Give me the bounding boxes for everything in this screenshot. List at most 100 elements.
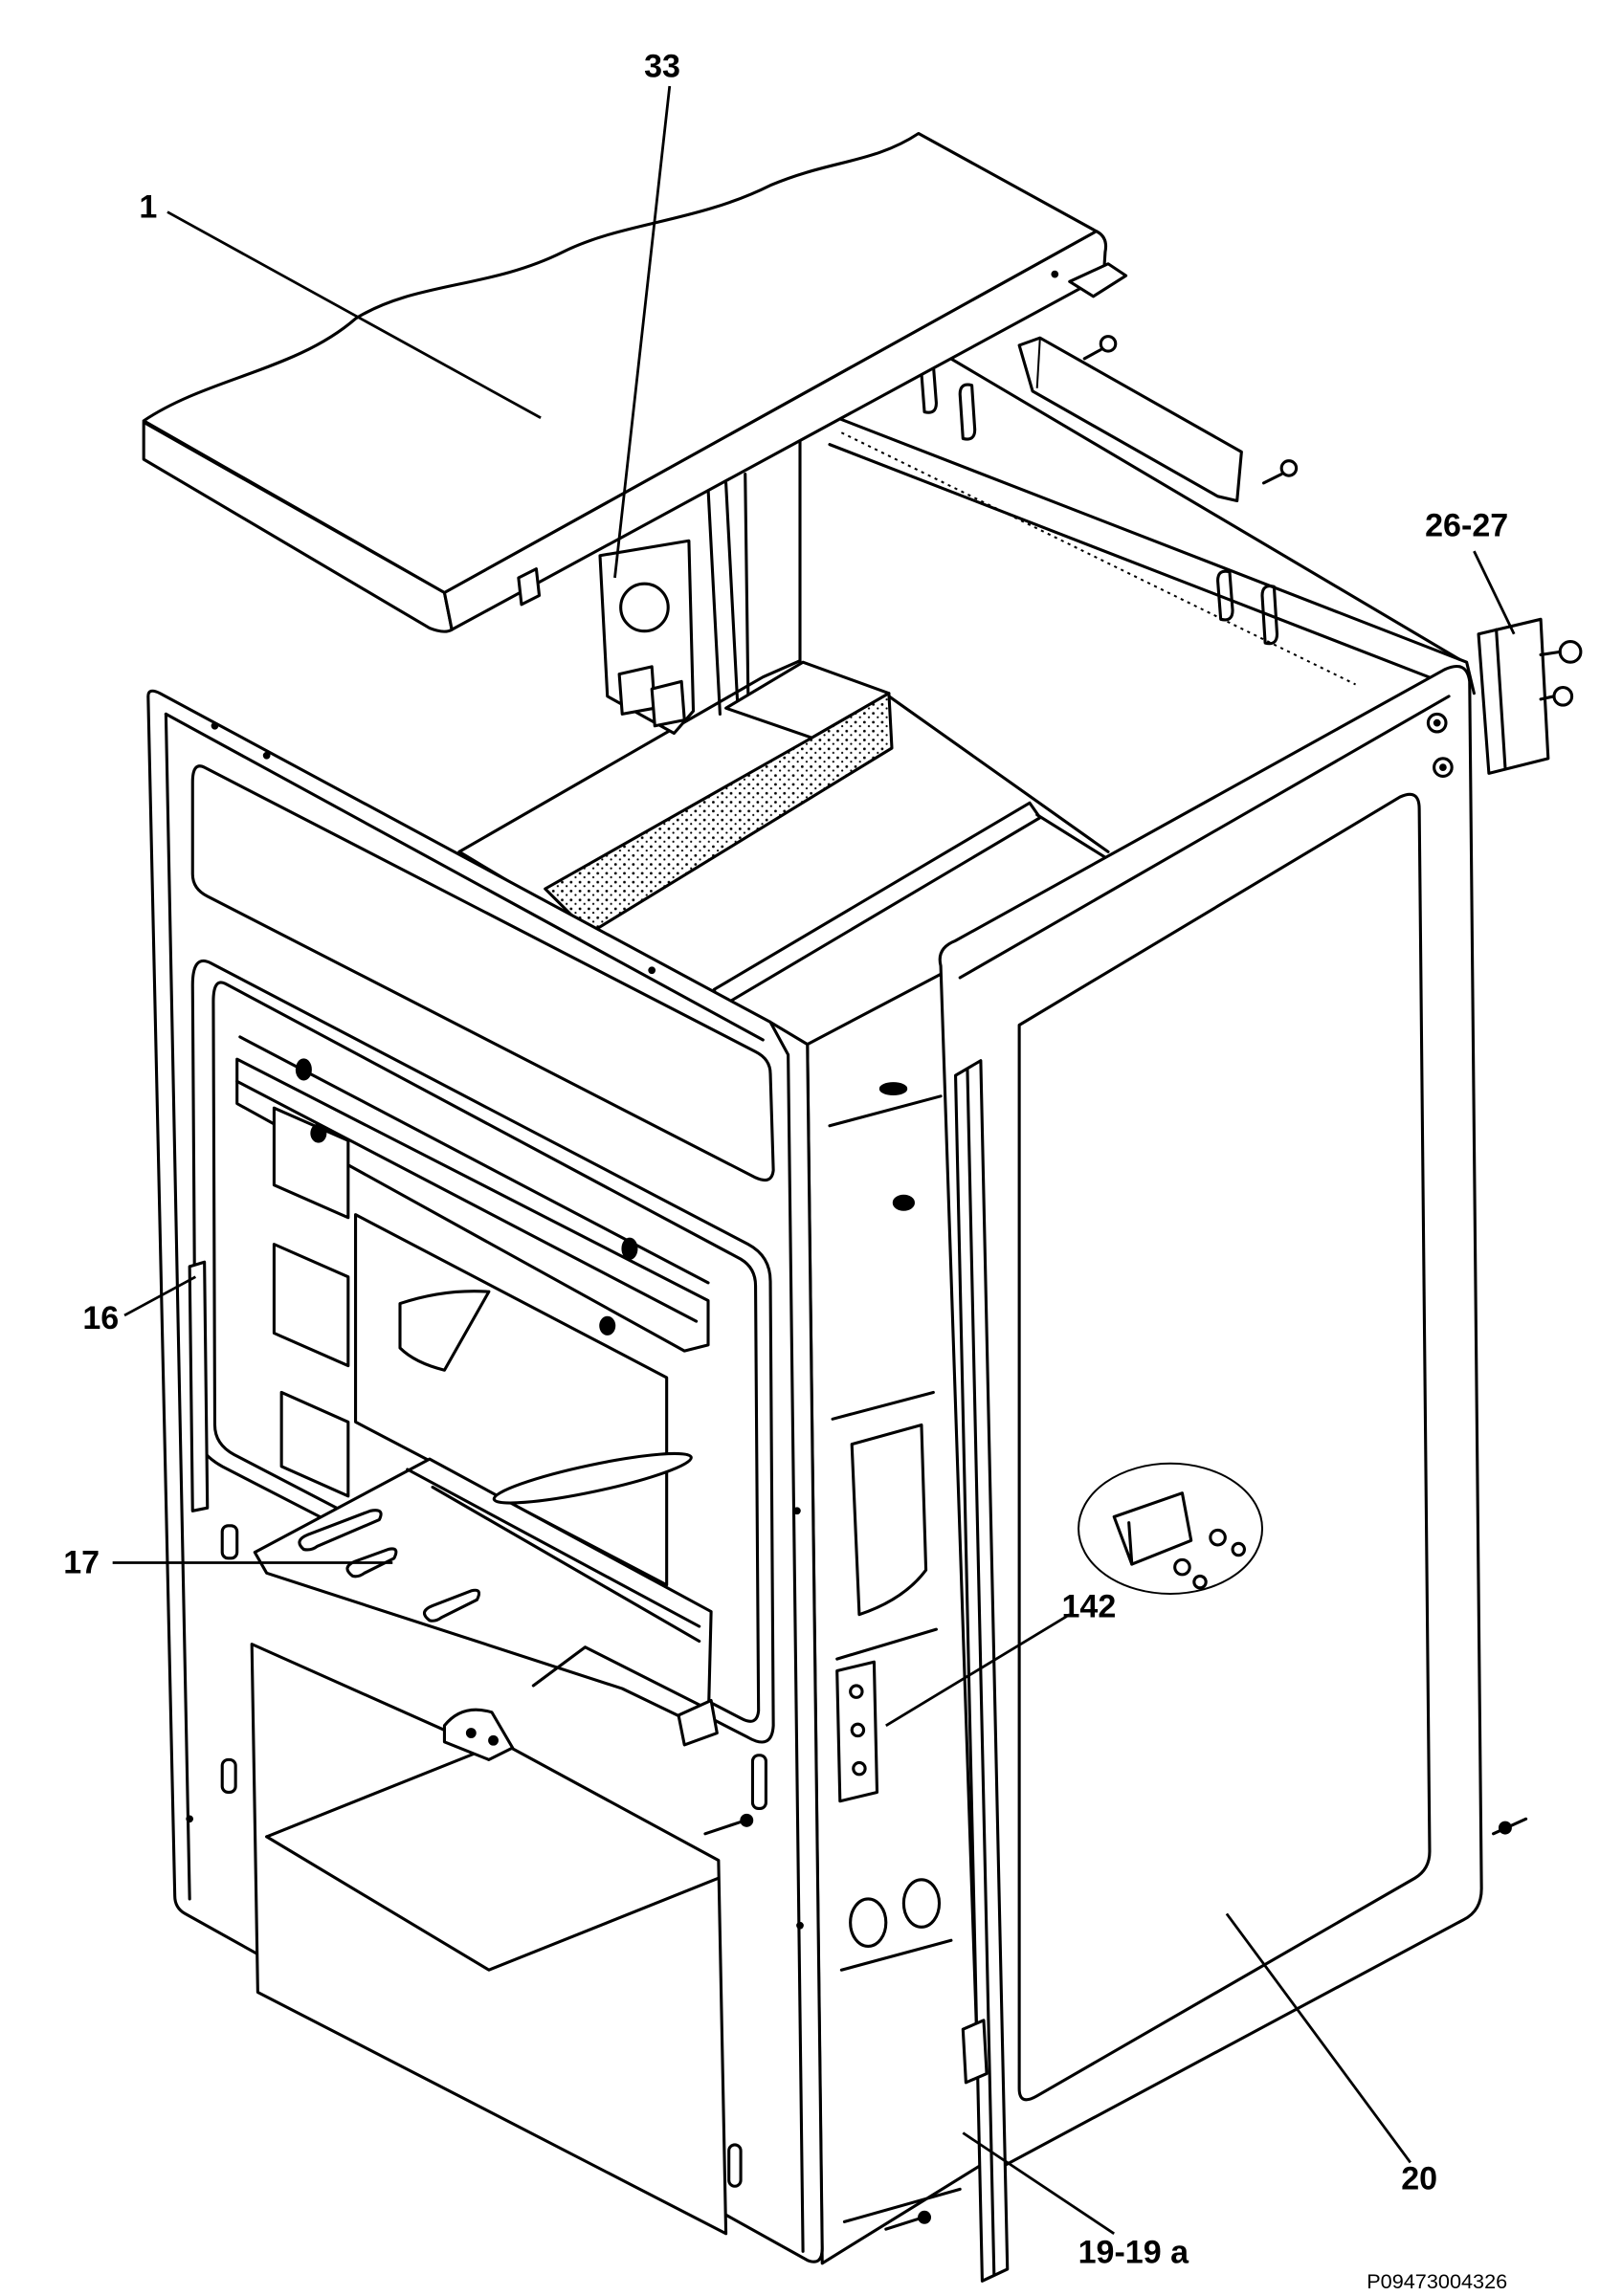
side-panel	[938, 665, 1528, 2172]
floor-latch	[677, 1698, 719, 1747]
mounting-plate-tab	[617, 665, 656, 716]
shelf-rib-3	[279, 1390, 350, 1498]
broiler-bar-edge	[235, 1079, 699, 1323]
oven-opening-inner	[211, 981, 761, 1723]
hinge-bolt-icon	[1552, 685, 1574, 707]
side-wall-line-3	[835, 1627, 938, 1661]
side-wall-line-1	[828, 1094, 943, 1128]
mounting-plate-tab	[650, 679, 686, 728]
front-frame-flange	[768, 1020, 805, 2253]
frame-hole	[211, 721, 219, 730]
lower-hinge-plate	[442, 1708, 515, 1761]
screw-head	[599, 1315, 616, 1336]
lower-opening-floor	[265, 1835, 721, 1972]
hinge-pin	[465, 1728, 477, 1738]
hinge-hole	[852, 1760, 867, 1777]
shelf-rib-2	[272, 1243, 350, 1368]
hinge-hole	[849, 1684, 864, 1699]
leader-lines	[112, 85, 1516, 2235]
frame-slot	[750, 1754, 767, 1811]
mounting-plate	[598, 539, 696, 736]
floor-slot	[298, 1509, 383, 1552]
back-top-edge	[939, 351, 1461, 661]
rail-slot	[220, 1524, 239, 1560]
mounting-bracket-fold	[1127, 1521, 1134, 1566]
callout-label: 17	[63, 1544, 100, 1580]
reference-code: P09473004326	[1367, 2269, 1507, 2293]
upper-rail-bar-edge	[1035, 338, 1041, 388]
top-front-right-edge	[1035, 813, 1110, 861]
side-wall-line-4	[839, 1938, 953, 1972]
front-strip-clip	[961, 2019, 989, 2085]
back-rim-inner	[828, 443, 1461, 691]
screw-icon	[295, 1058, 312, 1081]
floor-slot	[345, 1547, 398, 1578]
screw-icon	[878, 1082, 908, 1096]
nut-icon	[1231, 1541, 1246, 1557]
panel-screw-icon	[1433, 757, 1454, 778]
screw-head	[295, 1058, 312, 1081]
top-inner-edge	[887, 695, 1110, 853]
screw-shaft	[1262, 473, 1283, 485]
callout-label: 1	[139, 189, 157, 226]
frame-hole	[262, 751, 271, 760]
screw-icon	[1262, 459, 1299, 485]
front-strip	[884, 1059, 1010, 2283]
side-panel-edge	[958, 695, 1451, 980]
oven-back-wall	[354, 1213, 669, 1587]
back-rim-outer	[768, 413, 1476, 695]
screw-shaft	[1082, 348, 1102, 361]
callout-label: 33	[644, 49, 680, 85]
upper-rail-bar	[1017, 336, 1243, 503]
screw-icon	[703, 1813, 754, 1836]
side-wall-line-2	[831, 1390, 935, 1421]
oven-floor-rim	[406, 1468, 701, 1644]
leader-line-26-27	[1473, 550, 1516, 635]
side-wall-hole	[901, 1878, 942, 1929]
top-panel-surface	[142, 131, 1099, 594]
callout-labels: 33 1 26-27 16 17 142 20 19-19 a P0947300…	[63, 49, 1508, 2293]
hinge-bracket-edge	[1495, 628, 1507, 769]
side-wall-line-5	[842, 2187, 962, 2223]
screw-head	[878, 1082, 908, 1096]
back-rail-dotted	[840, 431, 1356, 686]
floor-front-strip	[531, 1645, 713, 1712]
insulation-block	[544, 692, 894, 936]
callout-label: 19-19 a	[1078, 2235, 1190, 2271]
screw-shaft	[884, 2217, 921, 2231]
side-panel-outline	[938, 665, 1483, 2172]
side-rail-left	[188, 1260, 210, 1512]
frame-slot	[220, 1757, 237, 1794]
back-slot-2	[958, 383, 977, 441]
bolt-icon	[1173, 1557, 1191, 1577]
hinge-pin	[488, 1734, 499, 1746]
screw-head	[918, 2210, 932, 2224]
screw-icon	[1491, 1817, 1528, 1836]
screw-head	[621, 1237, 638, 1260]
screw-head	[1099, 335, 1118, 353]
rear-post-line-3	[744, 473, 750, 698]
screw-center	[1439, 763, 1447, 771]
screw-icon	[599, 1315, 616, 1336]
top-left-edge	[457, 659, 802, 853]
mounting-plate-hole	[619, 582, 670, 633]
callout-label: 26-27	[1425, 508, 1508, 544]
screw-head	[892, 1194, 915, 1211]
hinge-bolt-shaft	[1539, 650, 1562, 701]
top-panel-clip	[1068, 262, 1128, 298]
callout-label: 16	[82, 1300, 119, 1336]
screw-icon	[621, 1237, 638, 1260]
side-panel-recess	[1017, 792, 1432, 2102]
frame-hole	[796, 1921, 804, 1930]
panel-screw-icon	[1426, 712, 1448, 734]
lower-opening-back	[265, 1746, 491, 1839]
floor-slot	[422, 1588, 481, 1623]
cabinet-top	[457, 659, 1110, 1009]
hinge-bracket-plate	[1477, 617, 1550, 775]
screw-shaft	[703, 1820, 743, 1836]
panel-hole	[1051, 270, 1059, 278]
frame-slot	[727, 2143, 743, 2188]
front-strip-inner	[966, 1068, 996, 2277]
door-hinge	[835, 1660, 879, 1803]
